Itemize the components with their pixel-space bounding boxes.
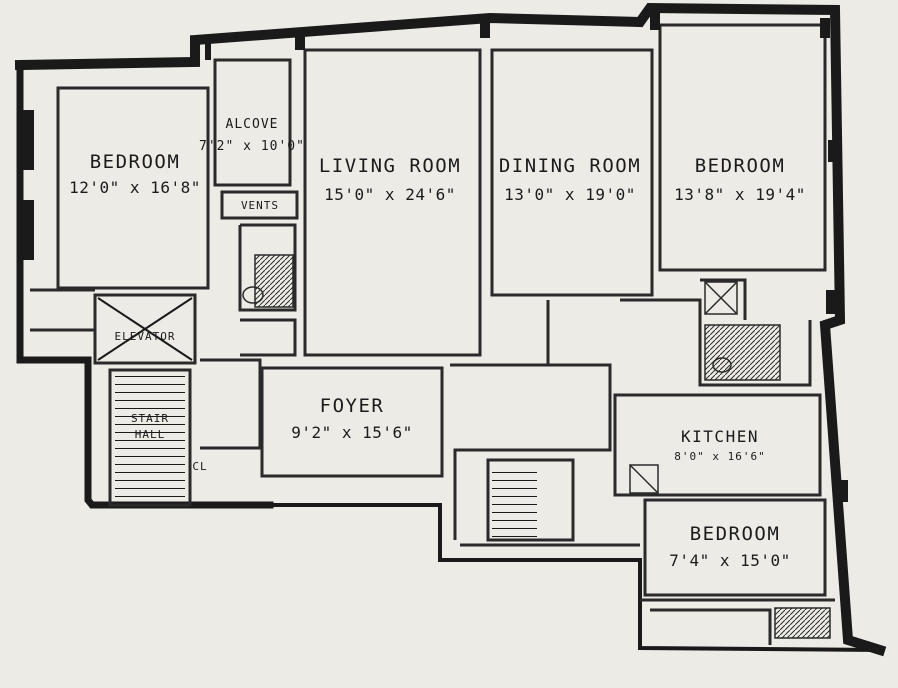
bedroom-east-dims: 13'8" x 19'4" xyxy=(674,185,806,204)
bedroom-west-label: BEDROOM xyxy=(90,151,181,173)
stair-hall-label-1: STAIR xyxy=(131,412,169,425)
dining-room-dims: 13'0" x 19'0" xyxy=(504,185,636,204)
foyer-dims: 9'2" x 15'6" xyxy=(291,423,413,442)
window-marks xyxy=(20,12,848,502)
bath-fixtures xyxy=(242,254,831,639)
elevator-label: ELEVATOR xyxy=(115,330,176,343)
bedroom-south-label: BEDROOM xyxy=(690,523,781,545)
stair-treads xyxy=(115,375,537,537)
kitchen-label: KITCHEN xyxy=(681,427,759,446)
room-labels: BEDROOM 12'0" x 16'8" ALCOVE 7'2" x 10'0… xyxy=(69,117,806,570)
kitchen-dims: 8'0" x 16'6" xyxy=(674,450,765,463)
elevator-shaft xyxy=(97,297,193,361)
living-room-dims: 15'0" x 24'6" xyxy=(324,185,456,204)
vents-label: VENTS xyxy=(241,199,279,212)
bedroom-south-dims: 7'4" x 15'0" xyxy=(669,551,791,570)
bedroom-east-label: BEDROOM xyxy=(695,155,786,177)
alcove-dims: 7'2" x 10'0" xyxy=(199,139,305,154)
dining-room-label: DINING ROOM xyxy=(499,155,641,177)
bedroom-west-dims: 12'0" x 16'8" xyxy=(69,178,201,197)
alcove-label: ALCOVE xyxy=(226,117,279,132)
stair-hall-label-2: HALL xyxy=(135,428,166,441)
interior-walls xyxy=(30,23,835,645)
living-room-label: LIVING ROOM xyxy=(319,155,461,177)
closet-label: CL xyxy=(192,460,207,473)
foyer-label: FOYER xyxy=(320,395,385,417)
